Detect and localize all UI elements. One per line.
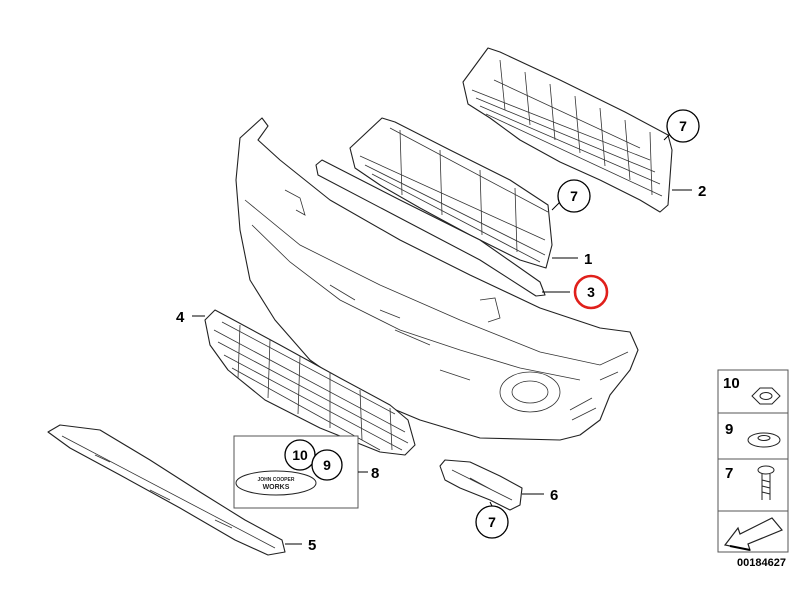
callout-9: 9 xyxy=(323,457,331,473)
callout-7: 7 xyxy=(488,514,496,530)
badge-text-line1: JOHN COOPER xyxy=(258,477,295,483)
front-bumper[interactable] xyxy=(235,117,639,441)
clip-screw-icon xyxy=(757,465,775,500)
callout-3-highlight-circle xyxy=(573,274,609,310)
legend-number-10: 10 xyxy=(723,375,740,392)
leader-line xyxy=(551,201,561,211)
callout-5: 5 xyxy=(308,537,316,554)
legend-number-7: 7 xyxy=(725,465,733,482)
badge-emblem xyxy=(235,470,317,496)
upper-grille[interactable] xyxy=(462,47,673,213)
lower-grille[interactable] xyxy=(204,309,416,456)
callout-7-circle xyxy=(557,179,591,213)
badge-text-line2: WORKS xyxy=(263,484,290,491)
callout-1: 1 xyxy=(584,251,592,268)
badge-assembly[interactable]: JOHN COOPER WORKS 10 9 xyxy=(233,435,359,509)
trim-strip[interactable] xyxy=(315,159,546,297)
callout-4: 4 xyxy=(176,309,185,326)
callout-7: 7 xyxy=(679,118,687,134)
callout-10: 10 xyxy=(292,447,308,463)
callout-7: 7 xyxy=(570,188,578,204)
leader-line xyxy=(489,501,493,507)
document-id: 00184627 xyxy=(737,557,786,569)
grille-carrier[interactable] xyxy=(349,117,553,269)
bracket[interactable] xyxy=(439,459,523,511)
callout-7-circle xyxy=(475,505,509,539)
callout-8: 8 xyxy=(371,465,379,482)
lower-spoiler[interactable] xyxy=(47,424,286,556)
callout-7-circle xyxy=(666,109,700,143)
callout-2: 2 xyxy=(698,183,706,200)
legend-number-9: 9 xyxy=(725,421,733,438)
callout-9-circle xyxy=(311,449,343,481)
washer-icon xyxy=(747,432,781,448)
callout-3: 3 xyxy=(587,284,595,300)
direction-arrow-icon xyxy=(723,517,783,551)
callout-6: 6 xyxy=(550,487,558,504)
fastener-legend: 10 9 7 xyxy=(717,369,789,553)
hex-nut-icon xyxy=(751,387,781,405)
